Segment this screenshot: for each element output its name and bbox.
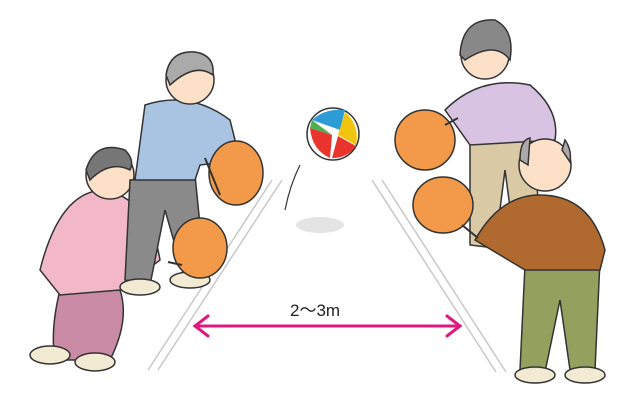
figure-right-man	[473, 137, 606, 384]
ball-shadow	[296, 217, 344, 233]
court-line-right	[371, 179, 507, 373]
fan-left-upper	[204, 140, 264, 206]
beach-ball	[306, 107, 360, 161]
fan-right-lower	[412, 176, 479, 239]
fan-right-upper	[394, 109, 459, 171]
distance-label: 2〜3m	[290, 301, 341, 320]
motion-mark	[284, 164, 301, 211]
distance-arrow	[192, 314, 463, 338]
fan-left-lower	[167, 217, 228, 279]
